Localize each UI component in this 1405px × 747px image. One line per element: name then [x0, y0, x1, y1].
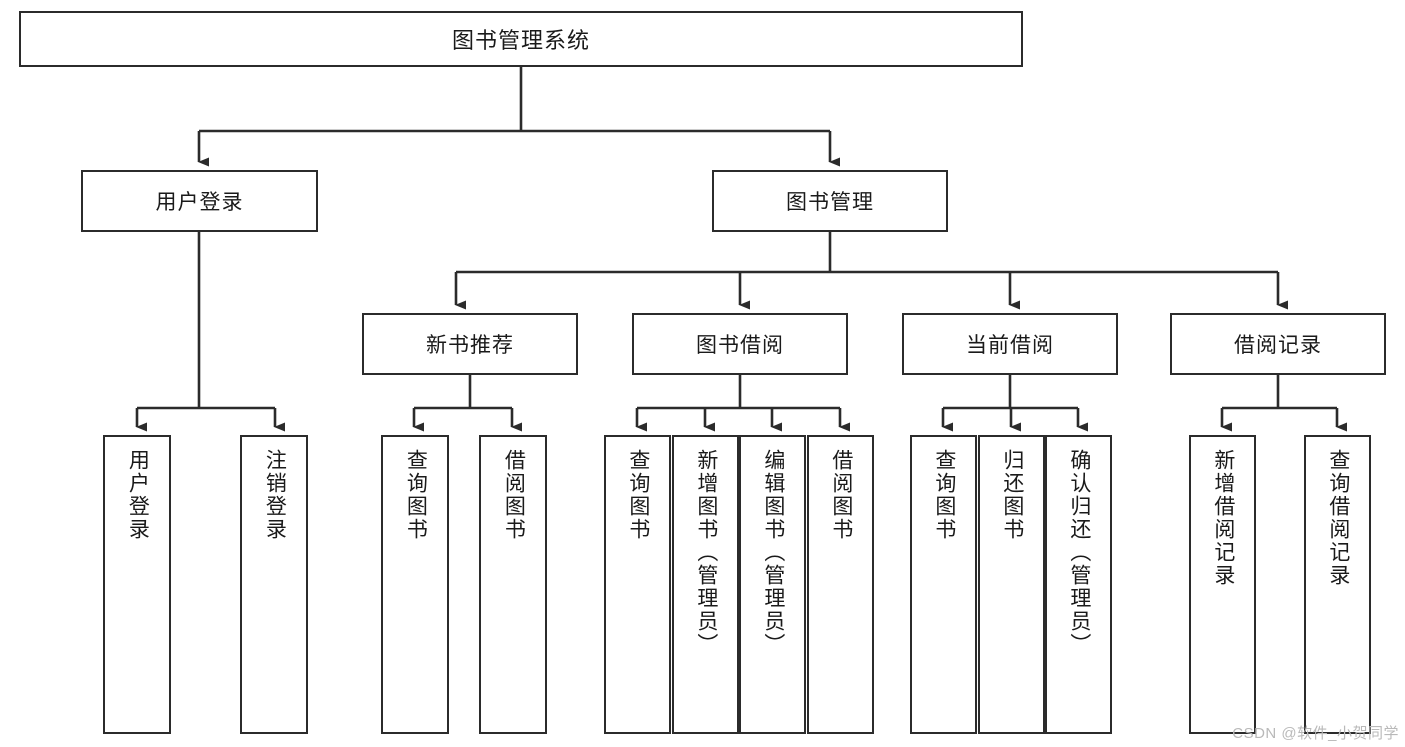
leaf-current-borrow-return[interactable]: 归还图书	[978, 435, 1045, 734]
leaf-current-borrow-confirm-return[interactable]: 确认归还（管理员）	[1045, 435, 1112, 734]
leaf-label: 借阅图书	[829, 449, 853, 541]
leaf-book-borrow-lend[interactable]: 借阅图书	[807, 435, 874, 734]
leaf-label: 查询图书	[404, 449, 428, 541]
leaf-user-login-signin[interactable]: 用户登录	[103, 435, 171, 734]
node-book-management[interactable]: 图书管理	[712, 170, 948, 232]
leaf-label: 用户登录	[126, 449, 150, 541]
leaf-label: 新增图书（管理员）	[694, 449, 718, 656]
leaf-label: 编辑图书（管理员）	[761, 449, 785, 656]
leaf-new-book-borrow[interactable]: 借阅图书	[479, 435, 547, 734]
node-borrow-record[interactable]: 借阅记录	[1170, 313, 1386, 375]
leaf-label: 确认归还（管理员）	[1067, 449, 1091, 656]
leaf-label: 查询图书	[626, 449, 650, 541]
node-user-login[interactable]: 用户登录	[81, 170, 318, 232]
leaf-borrow-record-query[interactable]: 查询借阅记录	[1304, 435, 1371, 734]
leaf-new-book-query[interactable]: 查询图书	[381, 435, 449, 734]
leaf-label: 查询图书	[932, 449, 956, 541]
leaf-borrow-record-add[interactable]: 新增借阅记录	[1189, 435, 1256, 734]
leaf-label: 借阅图书	[502, 449, 526, 541]
node-new-book-recommend[interactable]: 新书推荐	[362, 313, 578, 375]
leaf-book-borrow-query[interactable]: 查询图书	[604, 435, 671, 734]
leaf-label: 注销登录	[263, 449, 287, 541]
csdn-watermark: CSDN @软件_小贺同学	[1232, 725, 1399, 742]
leaf-current-borrow-query[interactable]: 查询图书	[910, 435, 977, 734]
leaf-user-login-signout[interactable]: 注销登录	[240, 435, 308, 734]
node-book-borrow[interactable]: 图书借阅	[632, 313, 848, 375]
node-root-system[interactable]: 图书管理系统	[19, 11, 1023, 67]
node-current-borrow[interactable]: 当前借阅	[902, 313, 1118, 375]
leaf-label: 查询借阅记录	[1326, 449, 1350, 587]
leaf-label: 新增借阅记录	[1211, 449, 1235, 587]
leaf-book-borrow-add[interactable]: 新增图书（管理员）	[672, 435, 739, 734]
leaf-book-borrow-edit[interactable]: 编辑图书（管理员）	[739, 435, 806, 734]
leaf-label: 归还图书	[1000, 449, 1024, 541]
